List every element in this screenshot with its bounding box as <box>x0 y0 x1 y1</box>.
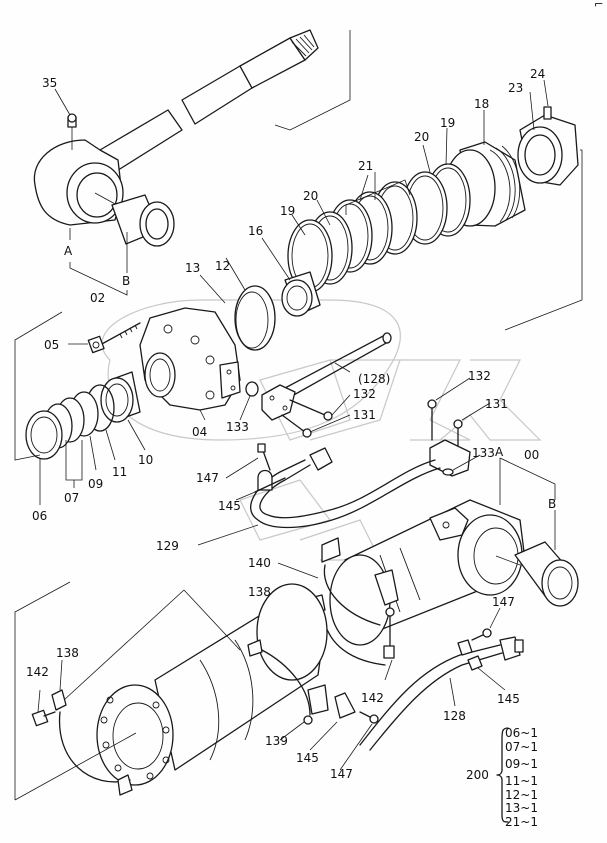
label-a-tube: A <box>495 445 504 459</box>
corner-mark: ⌐ <box>594 0 604 11</box>
label-02: 02 <box>90 291 105 305</box>
label-132a: 132 <box>353 387 376 401</box>
label-06: 06 <box>32 509 47 523</box>
cylinder-barrel <box>14 581 379 801</box>
label-147c: 147 <box>330 767 353 781</box>
label-145a: 145 <box>218 499 241 513</box>
label-145b: 145 <box>497 692 520 706</box>
kit-item: 11~1 <box>505 774 538 788</box>
label-138b: 138 <box>56 646 79 660</box>
label-133a: 133 <box>226 420 249 434</box>
label-131a: 131 <box>353 408 376 422</box>
clip-upper <box>225 443 286 501</box>
kit-item: 12~1 <box>505 788 538 802</box>
label-21: 21 <box>358 159 373 173</box>
label-19b: 19 <box>280 204 295 218</box>
label-129: 129 <box>156 539 179 553</box>
label-140: 140 <box>248 556 271 570</box>
kit-item: 07~1 <box>505 740 538 754</box>
kit-item: 09~1 <box>505 757 538 771</box>
label-35: 35 <box>42 76 57 90</box>
label-131b: 131 <box>485 397 508 411</box>
label-128a: (128) <box>358 372 390 386</box>
kit-item: 13~1 <box>505 801 538 815</box>
kit-item: 06~1 <box>505 726 538 740</box>
pipe-upper <box>197 332 491 546</box>
pipe-lower <box>359 607 524 751</box>
piston-assembly <box>261 79 583 331</box>
label-20a: 20 <box>414 130 429 144</box>
label-138a: 138 <box>248 585 271 599</box>
label-132b: 132 <box>468 369 491 383</box>
label-147a: 147 <box>196 471 219 485</box>
label-07: 07 <box>64 491 79 505</box>
label-b-rod: B <box>122 274 130 288</box>
label-09: 09 <box>88 477 103 491</box>
label-a-rod: A <box>64 244 73 258</box>
label-147b: 147 <box>492 595 515 609</box>
label-128b: 128 <box>443 709 466 723</box>
label-24: 24 <box>530 67 545 81</box>
label-11: 11 <box>112 465 127 479</box>
rod-cover-assembly <box>14 257 276 505</box>
label-13: 13 <box>185 261 200 275</box>
kit-item: 21~1 <box>505 815 538 829</box>
label-20b: 20 <box>303 189 318 203</box>
label-12: 12 <box>215 259 230 273</box>
label-142b: 142 <box>26 665 49 679</box>
label-23: 23 <box>508 81 523 95</box>
label-00: 00 <box>524 448 539 462</box>
label-145c: 145 <box>296 751 319 765</box>
label-18: 18 <box>474 97 489 111</box>
label-10: 10 <box>138 453 153 467</box>
label-19a: 19 <box>440 116 455 130</box>
seal-kit-list: 200 06~1 07~1 09~1 11~1 12~1 13~1 21~1 <box>466 726 538 829</box>
piston-rod <box>33 29 351 296</box>
label-05: 05 <box>44 338 59 352</box>
kit-number: 200 <box>466 768 489 782</box>
label-142a: 142 <box>361 691 384 705</box>
label-b-tube: B <box>548 497 556 511</box>
label-04: 04 <box>192 425 207 439</box>
label-133b: 133 <box>472 446 495 460</box>
label-16: 16 <box>248 224 263 238</box>
label-139: 139 <box>265 734 288 748</box>
